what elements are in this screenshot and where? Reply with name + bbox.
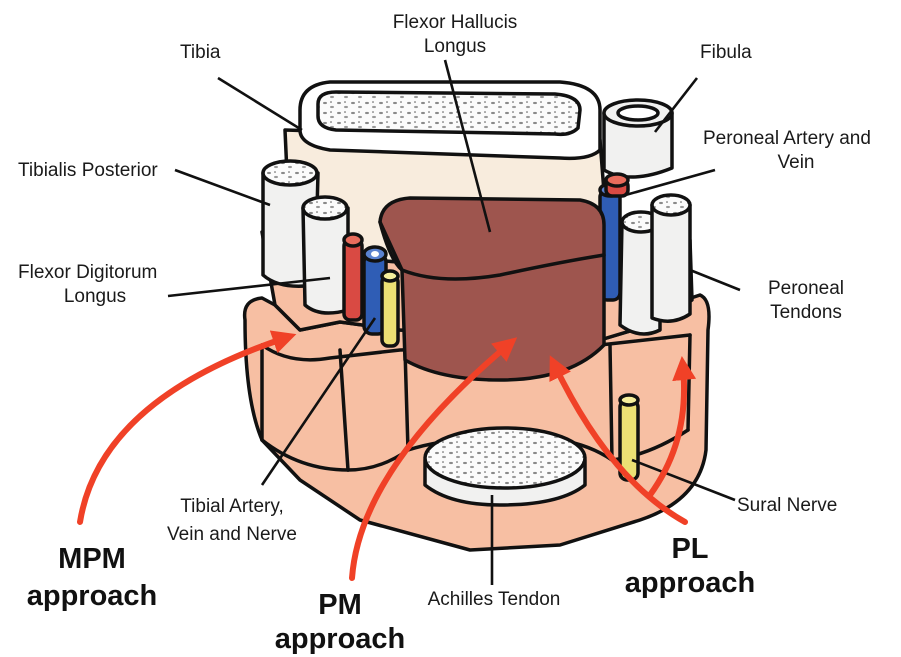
label-tibia: Tibia	[180, 42, 221, 63]
label-mpm-approach-line2: approach	[27, 580, 158, 612]
label-tibial-artery-vein-nerve-line2: Vein and Nerve	[167, 524, 297, 545]
label-peroneal-artery-vein-line2: Vein	[778, 152, 815, 173]
label-peroneal-tendons-line2: Tendons	[770, 302, 842, 323]
label-flexor-hallucis-longus-line2: Longus	[424, 36, 486, 57]
label-flexor-digitorum-longus-line1: Flexor Digitorum	[18, 262, 157, 283]
label-tibialis-posterior: Tibialis Posterior	[18, 160, 158, 181]
fibula	[604, 100, 672, 177]
flexor-hallucis-longus-muscle	[380, 198, 604, 380]
label-sural-nerve: Sural Nerve	[737, 495, 837, 516]
label-pl-approach-line2: approach	[625, 567, 756, 599]
achilles-tendon	[425, 428, 585, 505]
peroneal-tendons	[620, 195, 690, 334]
label-pm-approach-line1: PM	[318, 589, 362, 621]
label-achilles-tendon: Achilles Tendon	[428, 589, 561, 610]
label-peroneal-artery-vein-line1: Peroneal Artery and	[703, 128, 871, 149]
label-fibula: Fibula	[700, 42, 752, 63]
label-tibial-artery-vein-nerve-line1: Tibial Artery,	[180, 496, 283, 517]
label-flexor-hallucis-longus-line1: Flexor Hallucis	[393, 12, 518, 33]
label-mpm-approach-line1: MPM	[58, 543, 126, 575]
label-peroneal-tendons-line1: Peroneal	[768, 278, 844, 299]
label-pl-approach-line1: PL	[671, 533, 708, 565]
tibia-marrow	[318, 92, 580, 134]
label-flexor-digitorum-longus-line2: Longus	[64, 286, 126, 307]
label-pm-approach-line2: approach	[275, 623, 406, 655]
